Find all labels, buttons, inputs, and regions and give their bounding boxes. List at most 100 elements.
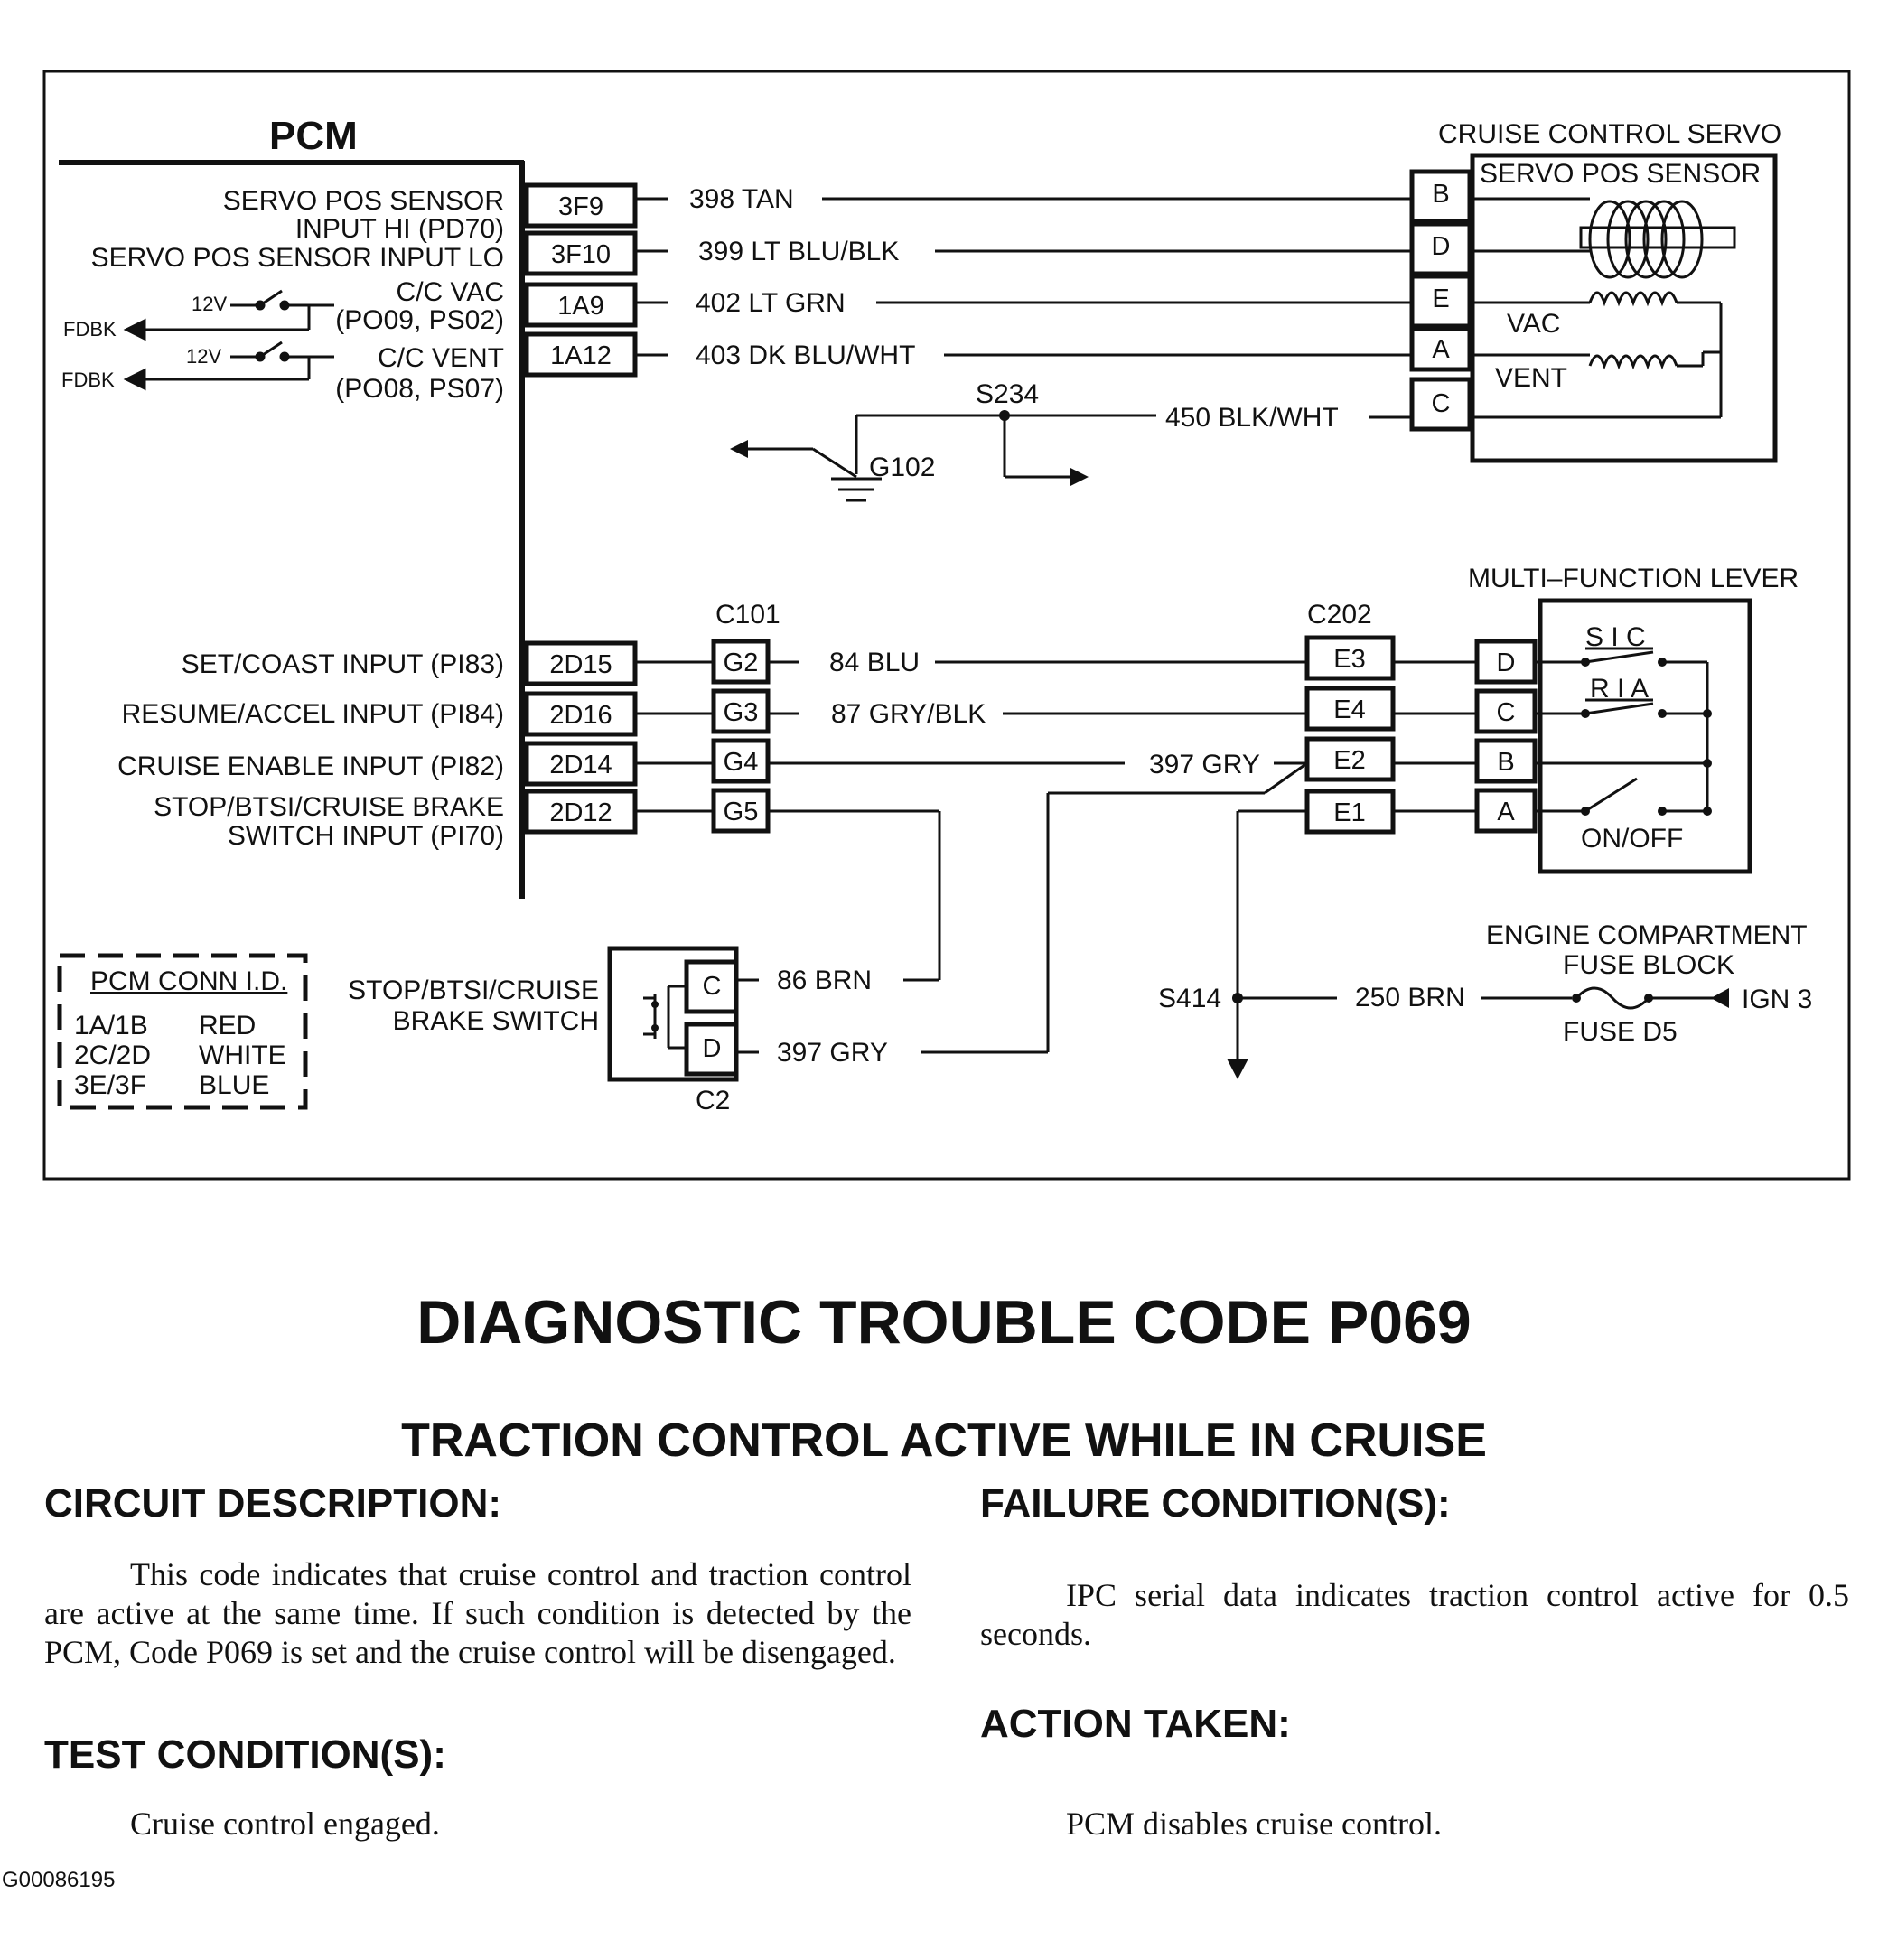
servo-pin-box: [1409, 274, 1472, 329]
pcm-input-label: C/C VAC: [397, 277, 504, 307]
c202-pin-box: [1304, 635, 1396, 681]
feedback-label: FDBK: [63, 318, 117, 341]
mfl-switches: [1537, 647, 1709, 813]
pcm-input-label: STOP/BTSI/CRUISE BRAKE: [154, 792, 504, 822]
conn-id-code: 3E/3F: [74, 1070, 146, 1100]
servo-pin-box: [1409, 326, 1472, 372]
c202-pin-label: E1: [1333, 798, 1365, 827]
pcm-input-label: RESUME/ACCEL INPUT (PI84): [122, 699, 504, 729]
wire-label: 450 BLK/WHT: [1165, 403, 1339, 433]
pcm-pin-label: 2D15: [549, 650, 612, 679]
c202-pin-box: [1304, 736, 1396, 782]
pcm-pin-label: 2D16: [549, 701, 612, 730]
mfl-pin-label: B: [1497, 748, 1514, 777]
pcm-pin-label: 1A9: [557, 292, 604, 321]
servo-pin-box: [1409, 377, 1472, 432]
pcm-pin-label: 1A12: [550, 341, 612, 370]
wire-label: 250 BRN: [1355, 983, 1465, 1013]
splice-label: S414: [1158, 984, 1221, 1013]
brake-conn-label: C2: [696, 1086, 730, 1115]
supply-label: 12V: [186, 345, 221, 368]
wire-label: 397 GRY: [1149, 750, 1260, 779]
servo-pin-label: B: [1432, 180, 1449, 209]
fuse-label: FUSE D5: [1563, 1017, 1678, 1047]
position-sensor-icon: [1472, 197, 1736, 279]
pcm-input-label: (PO09, PS02): [335, 305, 504, 335]
splice-label: S234: [976, 379, 1039, 409]
wire-label: 87 GRY/BLK: [831, 699, 986, 729]
mfl-body: [1538, 598, 1752, 874]
wire-label: 84 BLU: [829, 648, 920, 677]
servo-wires: [637, 197, 1414, 357]
connector-label: C202: [1307, 600, 1372, 630]
conn-id-color: RED: [199, 1011, 256, 1041]
conn-id-color: BLUE: [199, 1070, 269, 1100]
dtc-title: DIAGNOSTIC TROUBLE CODE P069: [416, 1288, 1472, 1357]
pcm-pin-label: 3F10: [551, 240, 611, 269]
servo-pin-box: [1409, 169, 1472, 224]
conn-id-legend: [57, 953, 308, 1110]
servo-pin-label: E: [1432, 285, 1449, 313]
diagram-frame: [42, 70, 1851, 1181]
circuit-description-text: This code indicates that cruise control …: [44, 1556, 911, 1670]
failure-conditions-text: IPC serial data indicates traction contr…: [980, 1577, 1849, 1652]
supply-label: 12V: [192, 293, 227, 315]
figure-id: G00086195: [2, 1868, 116, 1892]
pcm-input-label: SERVO POS SENSOR: [223, 186, 504, 216]
switch-wires: [637, 660, 1477, 1061]
c202-pin-label: E2: [1333, 746, 1365, 775]
mfl-set-coast-label: S I C: [1585, 622, 1646, 652]
c202-pin-label: E3: [1333, 645, 1365, 674]
pcm-pin-box: [524, 182, 638, 229]
vent-label: VENT: [1495, 363, 1567, 393]
conn-id-code: 2C/2D: [74, 1041, 151, 1070]
c202-pin-box: [1304, 686, 1396, 732]
fuse-block-label: ENGINE COMPARTMENT: [1486, 920, 1808, 950]
mfl-title: MULTI–FUNCTION LEVER: [1468, 564, 1799, 593]
pcm-pin-box: [524, 789, 638, 835]
conn-id-code: 1A/1B: [74, 1011, 148, 1041]
circuit-description-heading: CIRCUIT DESCRIPTION:: [44, 1481, 501, 1526]
mfl-pin-label: D: [1497, 649, 1516, 677]
pcm-input-label: SWITCH INPUT (PI70): [228, 821, 504, 851]
pcm-input-label: INPUT HI (PD70): [295, 214, 504, 244]
test-conditions-heading: TEST CONDITION(S):: [44, 1732, 446, 1777]
brake-switch-label: BRAKE SWITCH: [393, 1006, 599, 1036]
c101-pin-label: G5: [724, 798, 759, 826]
mfl-pin-label: A: [1497, 798, 1515, 826]
ground-label: G102: [869, 453, 935, 482]
pcm-pin-box: [524, 691, 638, 737]
pcm-pin-box: [524, 331, 638, 378]
brake-switch-label: STOP/BTSI/CRUISE: [348, 975, 599, 1005]
action-taken-text: PCM disables cruise control.: [1066, 1806, 1442, 1842]
wire-label: 397 GRY: [777, 1038, 888, 1068]
fuse-block-label: FUSE BLOCK: [1563, 950, 1734, 980]
connector-label: C101: [715, 600, 780, 630]
pcm-pin-box: [524, 230, 638, 276]
servo-pin-label: C: [1432, 389, 1451, 418]
pcm-pin-box: [524, 741, 638, 787]
feedback-label: FDBK: [61, 369, 115, 391]
mfl-resume-accel-label: R I A: [1590, 674, 1649, 704]
brake-pin-label: D: [703, 1034, 722, 1063]
ign-label: IGN 3: [1742, 985, 1812, 1014]
c202-pin-label: E4: [1333, 695, 1365, 724]
pcm-input-label: CRUISE ENABLE INPUT (PI82): [117, 751, 504, 781]
c101-pin-label: G2: [724, 649, 759, 677]
pcm-pin-box: [524, 640, 638, 686]
mfl-pin-label: C: [1497, 698, 1516, 727]
wire-label: 399 LT BLU/BLK: [698, 237, 899, 266]
servo-pin-label: A: [1432, 335, 1450, 364]
pcm-pin-label: 3F9: [558, 192, 603, 221]
c101-pin-box: [711, 738, 771, 784]
mfl-onoff-label: ON/OFF: [1581, 824, 1683, 854]
vac-label: VAC: [1507, 309, 1560, 339]
solenoid-coils: [1472, 291, 1723, 419]
dtc-subtitle: TRACTION CONTROL ACTIVE WHILE IN CRUISE: [401, 1414, 1487, 1467]
pcm-input-label: SERVO POS SENSOR INPUT LO: [91, 243, 504, 273]
pcm-pin-box: [524, 282, 638, 328]
pcm-pin-label: 2D12: [549, 798, 612, 827]
action-taken-heading: ACTION TAKEN:: [980, 1702, 1291, 1746]
servo-sensor-label: SERVO POS SENSOR: [1480, 159, 1761, 189]
servo-title: CRUISE CONTROL SERVO: [1438, 119, 1781, 149]
